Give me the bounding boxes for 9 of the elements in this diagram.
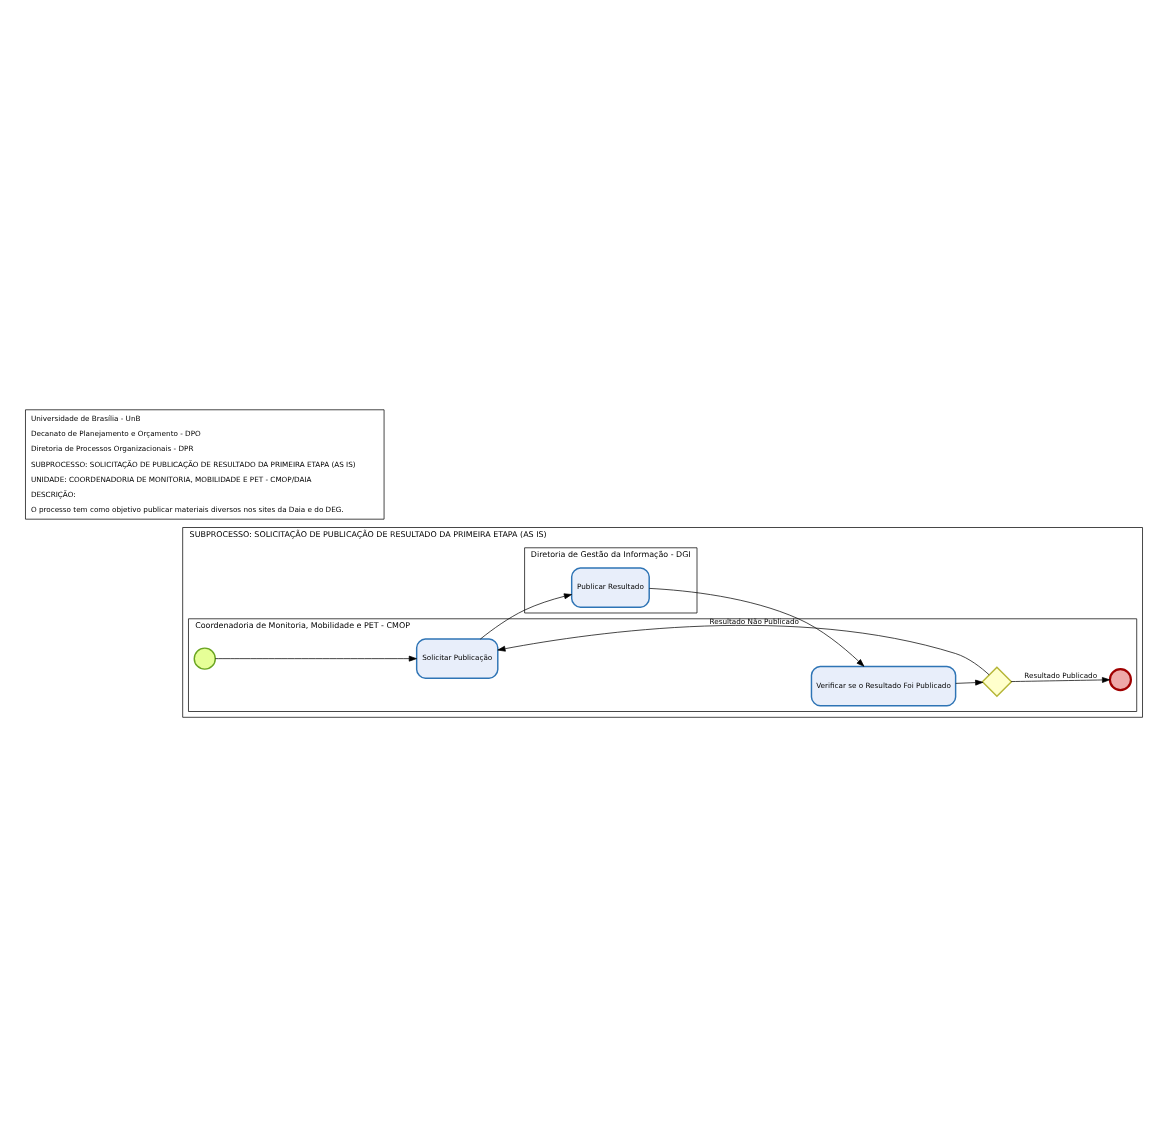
arrow (480, 593, 572, 640)
node-circle (1108, 668, 1132, 692)
arrow (1010, 677, 1110, 683)
arrow (649, 588, 865, 667)
arrow (214, 655, 417, 662)
arrow (955, 679, 984, 686)
node-circle (193, 647, 216, 670)
node-diamond (981, 666, 1013, 698)
arrow (497, 625, 990, 676)
